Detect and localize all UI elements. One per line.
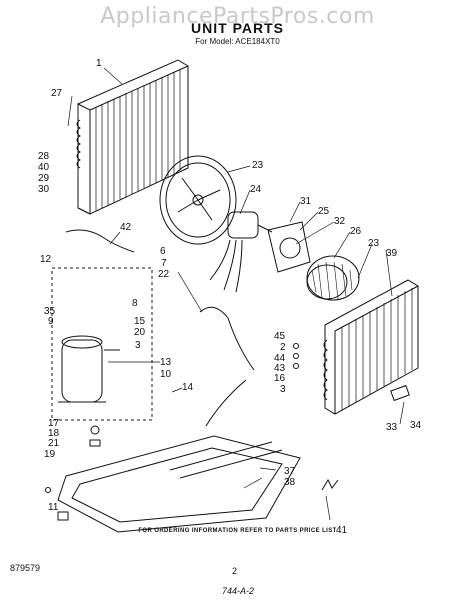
callout-23a: 23 — [252, 160, 264, 171]
callout-44: 44 — [274, 353, 286, 364]
callout-21: 21 — [48, 438, 60, 449]
callout-33: 33 — [386, 422, 398, 433]
callout-31: 31 — [300, 196, 312, 207]
discharge-tube — [199, 306, 255, 371]
callout-38: 38 — [284, 477, 296, 488]
callout-43: 43 — [274, 363, 286, 374]
evaporator-coil — [76, 59, 189, 215]
fan-motor — [209, 211, 273, 293]
callout-35: 35 — [44, 306, 56, 317]
diagram-code: 879579 — [10, 563, 41, 573]
callout-8: 8 — [132, 298, 138, 309]
callout-6: 6 — [160, 246, 166, 257]
callout-19: 19 — [44, 449, 56, 460]
callout-17: 17 — [48, 418, 60, 429]
callout-23b: 23 — [368, 238, 380, 249]
callout-45: 45 — [274, 331, 286, 342]
callout-14: 14 — [182, 382, 194, 393]
page-number: 2 — [232, 566, 238, 576]
callout-7: 7 — [161, 258, 167, 269]
compressor — [58, 335, 120, 403]
callout-39: 39 — [386, 248, 398, 259]
callout-12: 12 — [40, 254, 52, 265]
callout-labels: 1 27 28 40 29 30 23 24 6 7 22 31 25 32 2… — [38, 58, 422, 536]
watermark: AppliancePartsPros.com — [100, 4, 375, 29]
callout-10: 10 — [160, 369, 172, 380]
callout-25: 25 — [318, 206, 330, 217]
callout-15: 15 — [134, 316, 146, 327]
callout-27: 27 — [51, 88, 63, 99]
callout-34: 34 — [410, 420, 422, 431]
diagram-title: UNIT PARTS — [191, 20, 284, 36]
base-pan — [57, 435, 301, 533]
callout-40: 40 — [38, 162, 50, 173]
spring-clip — [321, 478, 339, 491]
callout-16: 16 — [274, 373, 286, 384]
suction-tube — [205, 379, 247, 427]
callout-11: 11 — [48, 502, 59, 513]
callout-41: 41 — [336, 525, 348, 536]
callout-29: 29 — [38, 173, 50, 184]
callout-3b: 3 — [280, 384, 286, 395]
capillary-tube — [65, 229, 135, 253]
callout-22: 22 — [158, 269, 170, 280]
condenser-coil — [323, 279, 419, 415]
callout-13: 13 — [160, 357, 172, 368]
model-subtitle: For Model: ACE184XT0 — [195, 37, 280, 46]
ordering-note: FOR ORDERING INFORMATION REFER TO PARTS … — [138, 528, 337, 534]
callout-30: 30 — [38, 184, 50, 195]
callout-37: 37 — [284, 466, 296, 477]
condenser-fan — [306, 255, 360, 301]
callout-1: 1 — [96, 58, 102, 69]
orifice-plate — [267, 221, 311, 273]
callout-28: 28 — [38, 151, 50, 162]
compressor-group-box — [51, 267, 153, 421]
handwritten-note: 744-A-2 — [222, 586, 255, 596]
callout-9: 9 — [48, 316, 54, 327]
callout-18: 18 — [48, 428, 60, 439]
callout-32: 32 — [334, 216, 346, 227]
callout-20: 20 — [134, 327, 146, 338]
callout-2: 2 — [280, 342, 286, 353]
callout-3a: 3 — [135, 340, 141, 351]
callout-24: 24 — [250, 184, 262, 195]
blower-wheel — [159, 155, 237, 245]
callout-26: 26 — [350, 226, 362, 237]
drain-clip — [390, 384, 410, 402]
callout-42: 42 — [120, 222, 132, 233]
